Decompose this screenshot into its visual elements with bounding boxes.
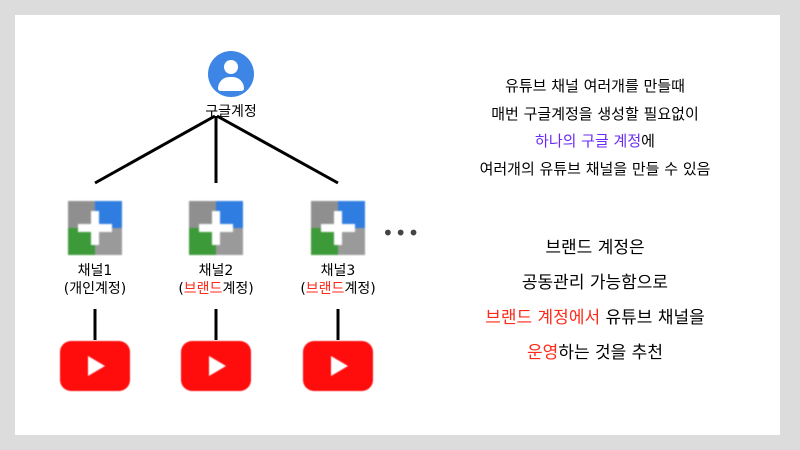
google-account-node: 구글계정 — [201, 51, 261, 121]
info-bottom-line-4: 운영하는 것을 추천 — [527, 343, 663, 363]
info-top-line-1: 유튜브 채널 여러개를 만들때 — [505, 77, 685, 95]
diagram-canvas: 구글계정 채널1 (개인계정) 채널2 (브랜드계정) 채널3 (브랜드계정) … — [15, 15, 780, 435]
more-channels-indicator: ••• — [382, 221, 421, 245]
youtube-icon — [181, 341, 251, 391]
account-body-shape — [218, 77, 244, 91]
play-triangle-icon — [88, 356, 105, 376]
info-text-top: 유튜브 채널 여러개를 만들때 매번 구글계정을 생성할 필요없이 하나의 구글… — [445, 73, 745, 183]
channel-type: (브랜드계정) — [178, 281, 254, 297]
channel-name: 채널1 — [77, 263, 113, 279]
info-bottom-line-1: 브랜드 계정은 — [545, 238, 645, 258]
info-bottom-line-2: 공동관리 가능함으로 — [521, 273, 669, 293]
info-top-line-2: 매번 구글계정을 생성할 필요없이 — [491, 104, 699, 123]
youtube-icon — [60, 341, 130, 391]
info-top-line-3: 하나의 구글 계정에 — [535, 132, 655, 150]
connector-root-channel3 — [216, 114, 339, 185]
channel-type: (개인계정) — [63, 281, 127, 297]
play-triangle-icon — [209, 356, 226, 376]
account-circle-icon — [208, 51, 254, 97]
channel-name: 채널2 — [198, 263, 234, 279]
youtube-icon — [303, 341, 373, 391]
info-text-bottom: 브랜드 계정은 공동관리 가능함으로 브랜드 계정에서 유튜브 채널을 운영하는… — [445, 231, 745, 371]
connector-lines — [93, 114, 340, 340]
channel-node-2: 채널2 (브랜드계정) — [171, 201, 261, 299]
info-bottom-line-3: 브랜드 계정에서 유튜브 채널을 — [485, 308, 705, 328]
channel-node-1: 채널1 (개인계정) — [50, 201, 140, 299]
google-account-label: 구글계정 — [205, 104, 257, 120]
channel-node-3: 채널3 (브랜드계정) — [293, 201, 383, 299]
brand-account-icon — [189, 201, 243, 255]
play-triangle-icon — [331, 356, 348, 376]
info-top-line-4: 여러개의 유튜브 채널을 만들 수 있음 — [479, 159, 711, 178]
account-head-shape — [224, 60, 238, 74]
channel-type: (브랜드계정) — [300, 281, 376, 297]
brand-account-icon — [311, 201, 365, 255]
connector-root-channel1 — [94, 114, 216, 185]
brand-account-icon — [68, 201, 122, 255]
channel-name: 채널3 — [320, 263, 356, 279]
